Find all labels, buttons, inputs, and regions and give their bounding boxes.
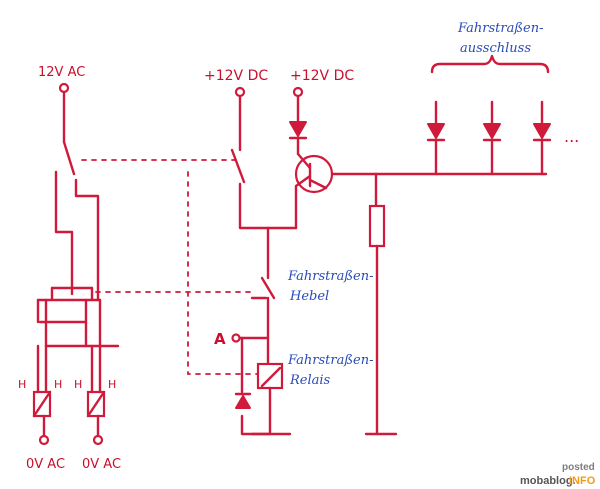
- ac-coil-1-diag: [32, 390, 52, 418]
- point-a-terminal: [231, 333, 241, 343]
- ac-coil-2-diag: [86, 390, 106, 418]
- ac-lever-contacts: [50, 286, 94, 302]
- mechanical-links: [81, 159, 261, 375]
- transistor-collector: [296, 152, 312, 170]
- ac-coil-1-feed: [36, 344, 48, 394]
- ac-coil-2-feed: [90, 344, 102, 394]
- relay-label-line-2: Relais: [289, 373, 331, 388]
- dc-diode-1: [289, 121, 307, 137]
- ac-switch-contact-left: [54, 170, 74, 290]
- exclusion-label-line-2: ausschluss: [460, 41, 531, 56]
- lever-label-line-1: Fahrstraßen-: [287, 269, 373, 284]
- ground-ac-1-label: 0V AC: [26, 457, 65, 472]
- dc-section: +12V DC +12V DC A: [204, 68, 548, 436]
- ac-switch-contact-right: [74, 178, 100, 302]
- resistor: [368, 204, 386, 248]
- coil-2-right-label: H: [108, 378, 116, 391]
- diode-bank-brace: [430, 54, 550, 74]
- ground-ac-2-terminal: [92, 434, 104, 446]
- relay-label-line-1: Fahrstraßen-: [287, 353, 373, 368]
- dc-switch: [230, 148, 246, 184]
- relay-coil: [256, 362, 284, 390]
- supply-dc-1-label: +12V DC: [204, 68, 268, 84]
- coil-2-left-label: H: [74, 378, 82, 391]
- transistor: [294, 154, 334, 194]
- annotations: Fahrstraßen- Hebel Fahrstraßen- Relais F…: [287, 21, 543, 388]
- flyback-diode: [235, 395, 251, 409]
- dc-switch-out: [238, 182, 298, 230]
- lever-label-line-2: Hebel: [289, 289, 329, 304]
- watermark-line-2-main: mobablog.: [520, 475, 576, 487]
- watermark: posted mobablog. INFO: [520, 462, 596, 487]
- watermark-line-2-accent: INFO: [569, 475, 596, 487]
- ground-ac-2-label: 0V AC: [82, 457, 121, 472]
- diode-bank-3: [533, 123, 551, 139]
- diode-bank-1: [427, 123, 445, 139]
- coil-1-left-label: H: [18, 378, 26, 391]
- transistor-emitter: [308, 178, 328, 190]
- point-a-label: A: [214, 330, 226, 348]
- exclusion-label-line-1: Fahrstraßen-: [457, 21, 543, 36]
- ac-changeover-switch: [62, 140, 76, 176]
- supply-ac-label: 12V AC: [38, 65, 85, 80]
- diode-bank-2: [483, 123, 501, 139]
- diode-bank-continuation: ...: [564, 127, 579, 146]
- link-relay-vertical: [187, 171, 261, 375]
- dc-lever-switch: [260, 276, 276, 300]
- transistor-base-feed: [294, 174, 312, 230]
- diode-bank: ...: [426, 54, 579, 176]
- supply-dc-2-label: +12V DC: [290, 68, 354, 84]
- coil-1-right-label: H: [54, 378, 62, 391]
- relay-diag: [260, 366, 282, 388]
- ac-section: 12V AC H H H H 0V AC 0V AC: [18, 65, 121, 472]
- ground-ac-1-terminal: [38, 434, 50, 446]
- watermark-line-1: posted: [562, 462, 595, 473]
